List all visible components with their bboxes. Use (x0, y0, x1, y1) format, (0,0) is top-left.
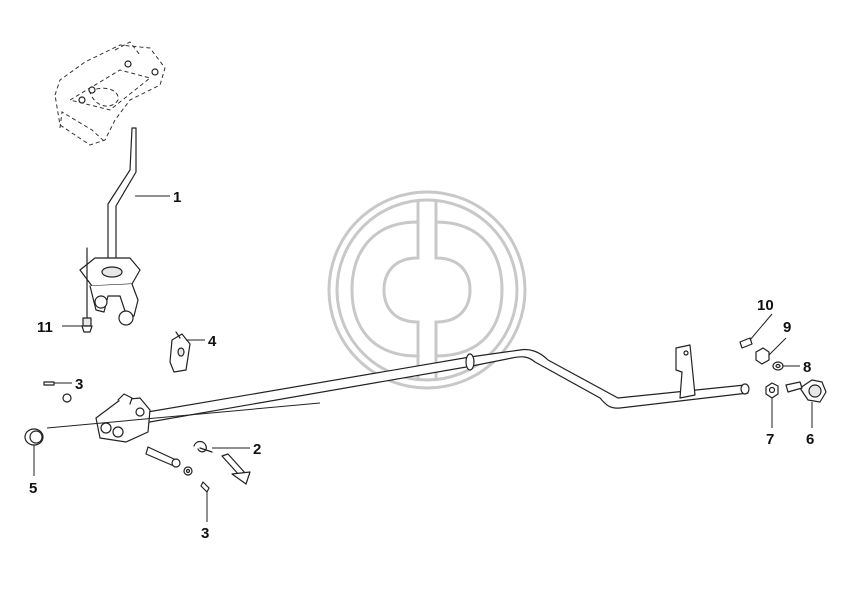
callout-10: 10 (757, 297, 774, 314)
leader-lines (33, 195, 813, 522)
pivot-pin (145, 446, 193, 476)
shift-lever (79, 127, 141, 326)
small-lever (169, 331, 191, 373)
callout-9: 9 (783, 319, 791, 336)
cotter-pin-lower (200, 481, 210, 493)
spring-clip (193, 440, 213, 453)
callout-3-upper: 3 (75, 376, 83, 393)
split-pin (739, 337, 753, 349)
callout-5: 5 (29, 480, 37, 497)
callout-2: 2 (253, 441, 261, 458)
ball-joint (799, 379, 827, 403)
shifter-bracket-plate (54, 41, 166, 146)
stud (785, 381, 803, 393)
callout-6: 6 (806, 431, 814, 448)
bolt (81, 247, 93, 333)
nut (755, 347, 770, 365)
lock-nut (765, 382, 779, 399)
callout-11: 11 (37, 319, 53, 336)
callout-3-lower: 3 (201, 525, 209, 542)
callout-8: 8 (803, 359, 811, 376)
end-cap (24, 428, 44, 446)
callout-7: 7 (766, 431, 774, 448)
shift-rod (129, 348, 750, 425)
callout-1: 1 (173, 189, 181, 206)
cotter-pin-upper (43, 381, 72, 403)
rod-bracket-tab (675, 344, 696, 399)
clevis-pin (221, 453, 251, 485)
linkage-block (95, 393, 151, 443)
callout-4: 4 (208, 333, 217, 350)
callout-labels: 1 2 3 3 4 5 6 7 8 9 10 11 (29, 189, 814, 542)
washer (772, 361, 784, 371)
watermark-logo (327, 190, 527, 390)
